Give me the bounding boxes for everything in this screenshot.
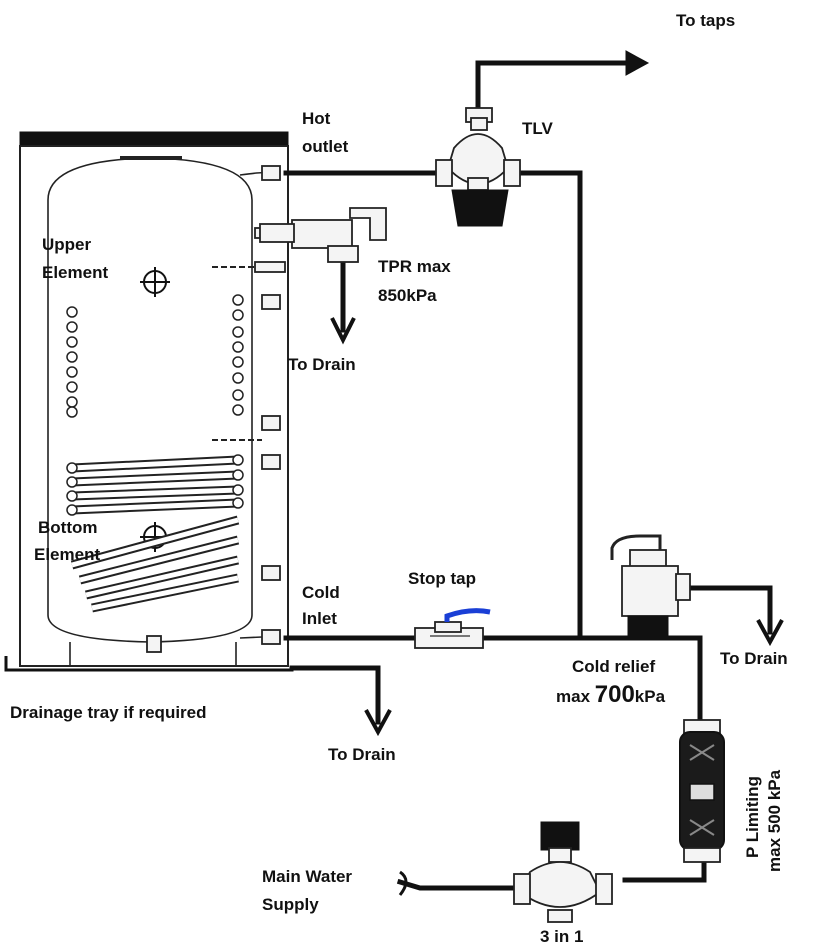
main-supply-pipe bbox=[396, 878, 523, 891]
main-water-label-line1: Main Water bbox=[262, 867, 352, 886]
tray-drain-arrow-icon bbox=[364, 709, 392, 737]
cold-inlet-label-line2: Inlet bbox=[302, 609, 337, 628]
cold-relief-value: 700 bbox=[595, 681, 635, 708]
cold-relief-label-line1: Cold relief bbox=[572, 657, 655, 676]
hot-outlet-label-line2: outlet bbox=[302, 137, 349, 156]
stop-tap-valve-icon bbox=[414, 608, 491, 649]
stop-tap-label: Stop tap bbox=[408, 569, 476, 588]
upper-element-label-line2: Element bbox=[42, 263, 108, 282]
three-in-one-label: 3 in 1 bbox=[540, 927, 583, 946]
upper-element-label-line1: Upper bbox=[42, 235, 92, 254]
cold-relief-drain-arrow-icon bbox=[756, 619, 784, 647]
cold-relief-drain-pipe bbox=[677, 585, 773, 635]
tlv-label: TLV bbox=[522, 119, 554, 138]
cold-relief-prefix: max bbox=[556, 687, 595, 706]
tpr-valve-icon bbox=[259, 207, 387, 263]
water-tank bbox=[4, 131, 294, 672]
upper-element-icon bbox=[140, 267, 170, 297]
tank-top-cap bbox=[19, 131, 289, 147]
cold-relief-label-line2: max 700kPa bbox=[556, 681, 666, 708]
p-limiting-outlet-pipe bbox=[622, 857, 707, 883]
hot-outlet-label-line1: Hot bbox=[302, 109, 331, 128]
three-in-one-valve-icon bbox=[513, 821, 613, 923]
p-limiting-label-line1: P Limiting bbox=[743, 776, 762, 858]
tank-side-fittings bbox=[146, 165, 286, 653]
upper-heat-coil bbox=[66, 294, 244, 418]
p-limiting-label-line2: max 500 kPa bbox=[765, 769, 784, 872]
tpr-label-line2: 850kPa bbox=[378, 286, 437, 305]
tpr-label-line1: TPR max bbox=[378, 257, 451, 276]
drainage-tray-label: Drainage tray if required bbox=[10, 703, 207, 722]
tlv-cold-supply-pipe bbox=[517, 170, 583, 641]
tray-drain-pipe bbox=[289, 665, 381, 725]
tpr-drain-arrow-icon bbox=[330, 317, 356, 345]
cold-relief-valve-icon bbox=[610, 534, 691, 637]
to-taps-label: To taps bbox=[676, 11, 735, 30]
cold-inlet-label-line1: Cold bbox=[302, 583, 340, 602]
cold-relief-to-drain-label: To Drain bbox=[720, 649, 788, 668]
cold-relief-unit: kPa bbox=[635, 687, 666, 706]
bottom-element-label-line2: Element bbox=[34, 545, 100, 564]
stop-tap-handle[interactable] bbox=[444, 608, 491, 622]
to-taps-arrow-icon bbox=[625, 50, 650, 76]
lower-heat-coil bbox=[66, 454, 244, 613]
tempering-valve-icon bbox=[435, 107, 521, 227]
tpr-to-drain-label: To Drain bbox=[288, 355, 356, 374]
main-water-label-line2: Supply bbox=[262, 895, 319, 914]
to-taps-pipe bbox=[475, 60, 631, 121]
tray-to-drain-label: To Drain bbox=[328, 745, 396, 764]
pressure-limiting-valve-icon bbox=[679, 719, 725, 863]
bottom-element-label-line1: Bottom bbox=[38, 518, 97, 537]
pipework bbox=[283, 50, 784, 896]
